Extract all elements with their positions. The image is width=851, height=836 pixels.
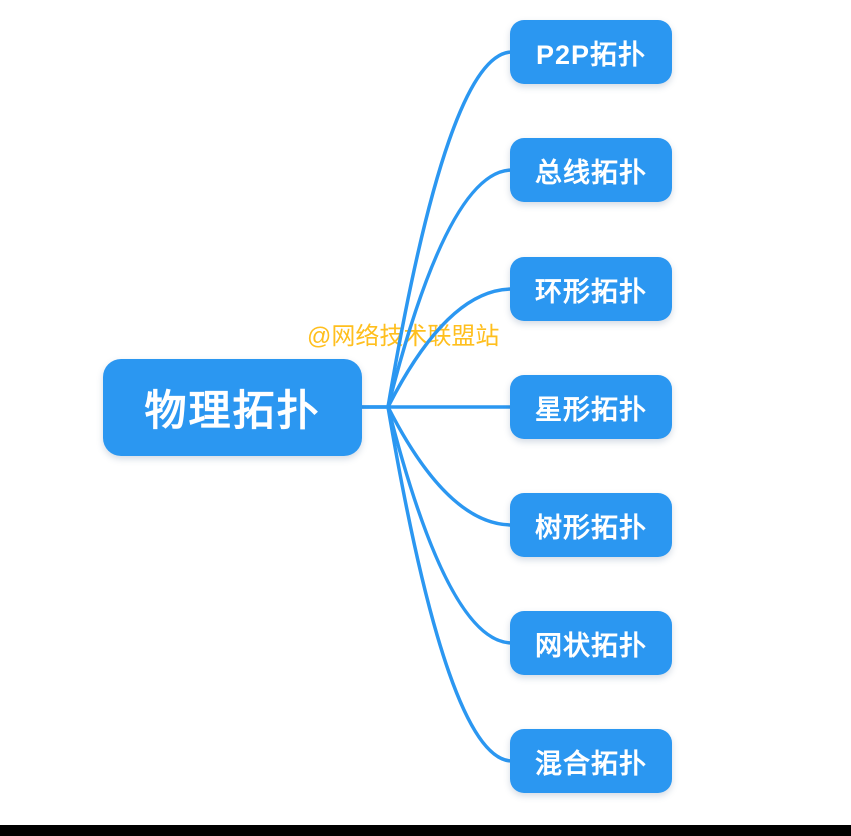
- child-node-label: 总线拓扑: [535, 157, 647, 188]
- connector-line: [386, 50, 514, 409]
- child-node-label: 网状拓扑: [535, 630, 647, 661]
- child-node-p2p[interactable]: P2P拓扑: [510, 20, 672, 84]
- connector-line: [386, 405, 514, 763]
- root-node-physical-topology[interactable]: 物理拓扑: [103, 359, 362, 456]
- child-node-label: 环形拓扑: [535, 276, 647, 307]
- child-node-mesh[interactable]: 网状拓扑: [510, 611, 672, 675]
- child-node-label: 树形拓扑: [535, 512, 647, 543]
- child-node-label: P2P拓扑: [535, 39, 647, 70]
- bottom-black-bar: [0, 825, 851, 836]
- child-node-star[interactable]: 星形拓扑: [510, 375, 672, 439]
- child-node-label: 混合拓扑: [535, 748, 647, 779]
- child-node-tree[interactable]: 树形拓扑: [510, 493, 672, 557]
- connector-line: [386, 168, 514, 409]
- connector-line: [386, 405, 514, 527]
- child-node-ring[interactable]: 环形拓扑: [510, 257, 672, 321]
- child-node-label: 星形拓扑: [535, 394, 647, 425]
- child-node-bus[interactable]: 总线拓扑: [510, 138, 672, 202]
- child-node-hybrid[interactable]: 混合拓扑: [510, 729, 672, 793]
- connector-line: [386, 287, 514, 409]
- root-node-label: 物理拓扑: [144, 387, 321, 434]
- connector-line: [386, 405, 514, 645]
